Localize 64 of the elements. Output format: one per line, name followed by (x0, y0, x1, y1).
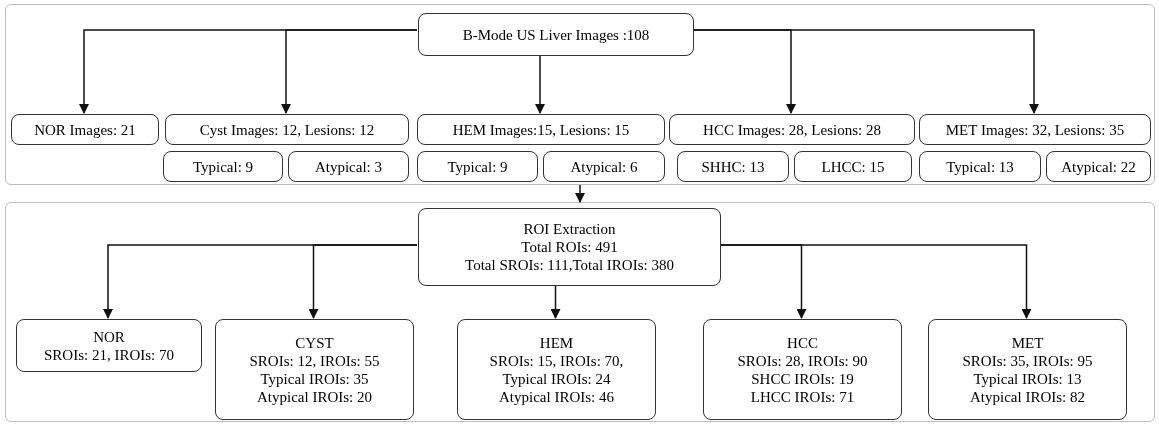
node-text: SROIs: 28, IROIs: 90 (737, 351, 868, 370)
node-text: Atypical: 22 (1061, 157, 1136, 176)
node-text: Total SROIs: 111,Total IROIs: 380 (465, 256, 674, 274)
node-text: SHHC: 13 (701, 157, 765, 176)
node-text: Atypical: 6 (570, 157, 638, 176)
node-text: Typical: 9 (447, 157, 508, 176)
node-box (163, 151, 283, 182)
node-text: Typical IROIs: 35 (260, 369, 369, 388)
node-text: MET (1011, 333, 1044, 352)
node-text: SROIs: 35, IROIs: 95 (962, 351, 1093, 370)
node-text: HEM (539, 333, 574, 352)
arrow (535, 54, 545, 114)
node-box (919, 151, 1041, 182)
node-box (677, 151, 789, 182)
node-text: Typical: 13 (946, 157, 1014, 176)
node-text: HCC (787, 333, 818, 352)
node-text: NOR (93, 327, 125, 346)
panel-background (5, 202, 1155, 422)
node-box (417, 114, 665, 145)
node-text: MET Images: 32, Lesions: 35 (945, 120, 1125, 139)
arrow (550, 284, 561, 319)
node-text: NOR Images: 21 (34, 120, 136, 139)
node-box (794, 151, 912, 182)
node-text: Typical IROIs: 24 (502, 369, 611, 388)
node-text: Typical IROIs: 13 (973, 369, 1082, 388)
node-text: B-Mode US Liver Images :108 (462, 25, 650, 44)
arrow (692, 29, 1039, 114)
node-box (288, 151, 409, 182)
node-text: SHCC IROIs: 19 (751, 369, 854, 388)
node-box (418, 13, 694, 56)
node-text: ROI Extraction (523, 220, 616, 238)
node-box (669, 114, 915, 145)
node-box (165, 114, 409, 145)
arrow (575, 184, 585, 203)
node-text: HCC Images: 28, Lesions: 28 (703, 120, 881, 139)
panel-background (5, 4, 1155, 185)
node-text: Atypical: 3 (314, 157, 383, 176)
node-text: HEM Images:15, Lesions: 15 (452, 120, 630, 139)
node-text: Typical: 9 (192, 157, 254, 176)
node-box (703, 319, 902, 420)
node-box (543, 151, 665, 182)
node-text: SROIs: 15, IROIs: 70, (489, 351, 624, 370)
node-box (418, 208, 721, 286)
node-box (11, 114, 159, 145)
node-box (16, 319, 202, 372)
arrow (281, 29, 418, 114)
node-box (457, 319, 656, 420)
node-box (417, 151, 538, 182)
node-text: Cyst Images: 12, Lesions: 12 (199, 120, 375, 139)
node-text: SROIs: 21, IROIs: 70 (44, 345, 174, 364)
node-text: Atypical IROIs: 82 (970, 387, 1085, 406)
node-text: Atypical IROIs: 20 (257, 387, 372, 406)
node-text: Total ROIs: 491 (521, 238, 618, 256)
node-text: CYST (295, 333, 334, 352)
node-text: LHCC IROIs: 71 (750, 387, 855, 406)
node-text: Atypical IROIs: 46 (499, 387, 614, 406)
node-text: LHCC: 15 (821, 157, 885, 176)
node-box (215, 319, 414, 420)
node-box (928, 319, 1127, 420)
node-text: SROIs: 12, IROIs: 55 (249, 351, 380, 370)
node-box (919, 114, 1151, 145)
arrow (308, 244, 418, 319)
node-box (1046, 151, 1151, 182)
arrow (719, 244, 1032, 319)
